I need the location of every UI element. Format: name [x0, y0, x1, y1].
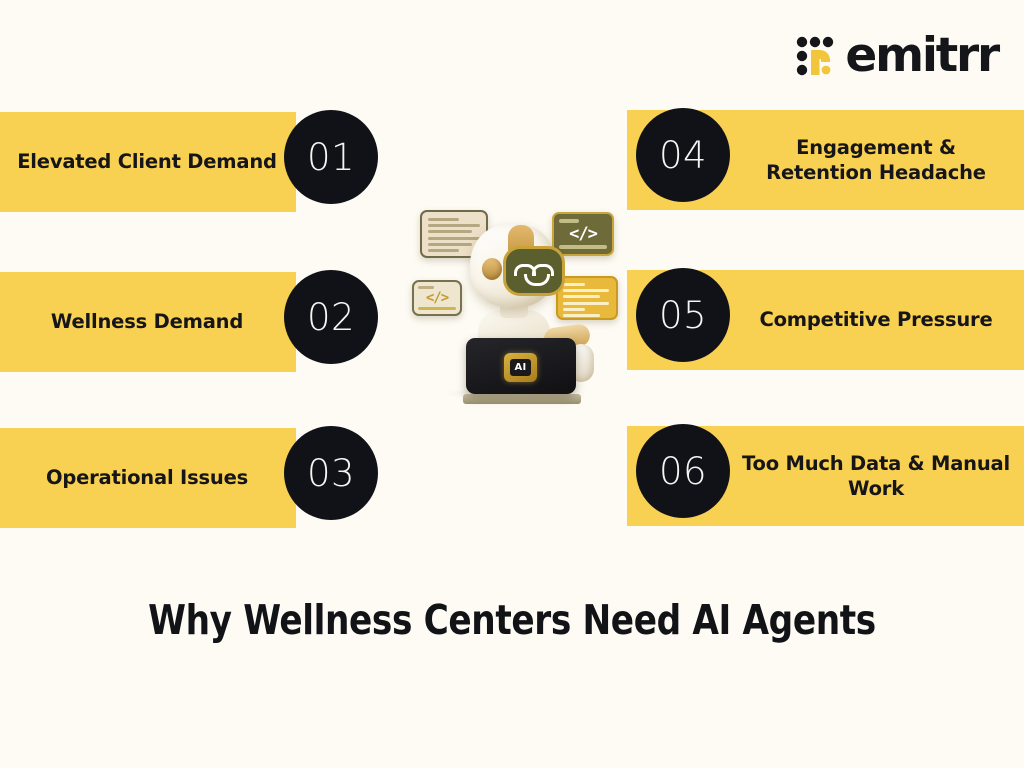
- ai-chip-label: AI: [514, 362, 527, 373]
- card-row-04[interactable]: Engagement & Retention Headache 04: [624, 108, 1024, 210]
- logo-mark-svg: [797, 36, 834, 75]
- robot-figure: AI: [448, 224, 594, 404]
- card-number: 06: [658, 449, 708, 493]
- robot-ear-left: [482, 258, 502, 280]
- card-row-06[interactable]: Too Much Data & Manual Work 06: [624, 424, 1024, 526]
- list-panel-mid-right-icon: [556, 276, 618, 320]
- card-label: Operational Issues: [45, 466, 249, 490]
- card-bar: [0, 428, 296, 528]
- card-number: 03: [306, 451, 356, 495]
- code-glyph: </>: [425, 290, 449, 306]
- card-row-01[interactable]: Elevated Client Demand 01: [0, 110, 390, 212]
- card-label: Engagement & Retention Headache: [766, 135, 986, 184]
- card-row-03[interactable]: Operational Issues 03: [0, 426, 390, 528]
- robot-smile: [524, 274, 550, 286]
- ai-chip-icon: AI: [504, 353, 537, 382]
- card-label: Elevated Client Demand: [17, 150, 277, 174]
- emitrr-logo-mark: [796, 35, 836, 79]
- card-label: Competitive Pressure: [759, 308, 993, 332]
- card-number: 01: [306, 135, 356, 179]
- code-panel-mid-left-icon: </>: [412, 280, 462, 316]
- card-number-badge: 05: [636, 268, 730, 362]
- card-number: 02: [306, 295, 356, 339]
- card-row-02[interactable]: Wellness Demand 02: [0, 270, 390, 372]
- card-number-badge: 01: [284, 110, 378, 204]
- robot-eye-right: [532, 264, 554, 276]
- code-panel-top-right-icon: </>: [552, 212, 614, 256]
- laptop-screen: AI: [466, 338, 576, 394]
- card-number-badge: 02: [284, 270, 378, 364]
- page-title: Why Wellness Centers Need AI Agents: [148, 596, 876, 644]
- card-number: 04: [658, 133, 708, 177]
- card-number-badge: 04: [636, 108, 730, 202]
- card-number: 05: [658, 293, 708, 337]
- card-row-05[interactable]: Competitive Pressure 05: [624, 268, 1024, 370]
- card-bar: [0, 272, 296, 372]
- laptop-base: [463, 394, 581, 404]
- card-label: Wellness Demand: [50, 310, 244, 334]
- card-label: Too Much Data & Manual Work: [742, 451, 1010, 500]
- emitrr-wordmark: emitrr: [845, 28, 1000, 83]
- card-number-badge: 03: [284, 426, 378, 520]
- code-glyph: </>: [569, 224, 598, 244]
- robot-head: [470, 224, 565, 308]
- emitrr-logo[interactable]: emitrr: [796, 28, 1000, 83]
- robot-face-screen: [503, 246, 565, 296]
- card-number-badge: 06: [636, 424, 730, 518]
- ai-robot-illustration: </> </>: [404, 196, 620, 404]
- card-bar: [0, 112, 296, 212]
- robot-laptop: AI: [463, 338, 581, 404]
